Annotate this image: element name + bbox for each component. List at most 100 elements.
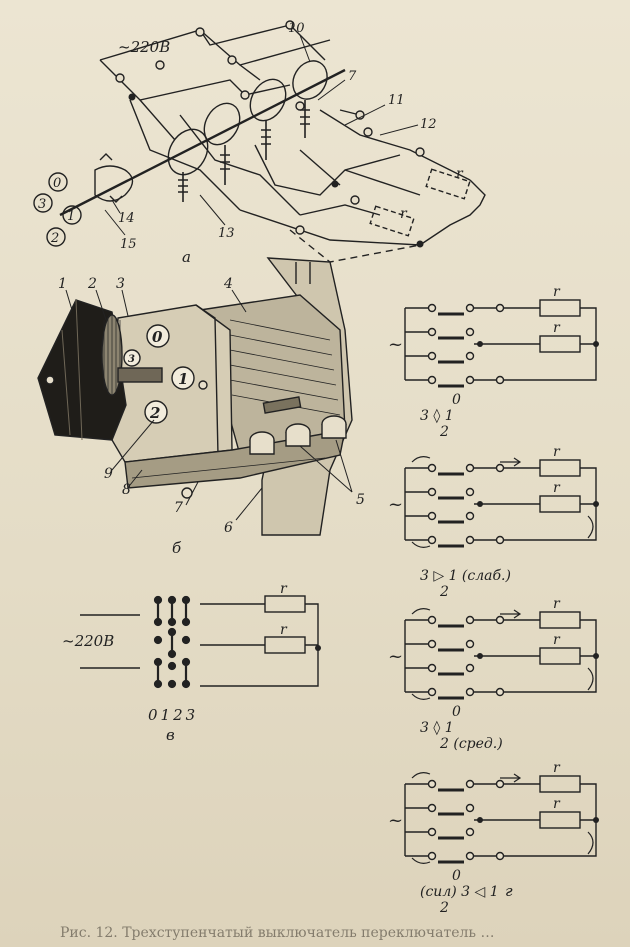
dial-3 — [123, 349, 141, 367]
callout: 5 — [356, 492, 365, 508]
terminal — [427, 639, 437, 649]
position-2-label: 2 (сред.) — [439, 736, 503, 752]
terminal — [465, 511, 475, 521]
indicator — [198, 380, 208, 390]
flow-arrow — [411, 831, 594, 864]
mains-symbol: ~ — [388, 646, 403, 667]
terminal — [495, 779, 505, 789]
screw-7 — [181, 487, 193, 499]
wiring-v — [200, 603, 319, 687]
terminal — [465, 851, 475, 861]
callout: 1 — [58, 276, 67, 292]
flow-arrow — [411, 608, 522, 619]
junction — [315, 645, 321, 651]
callout: 12 — [420, 117, 437, 132]
body-hatching — [229, 319, 341, 416]
leaders-a — [104, 34, 419, 236]
terminal-screws — [249, 415, 347, 455]
resistor — [539, 611, 581, 629]
dial-label: 0 — [152, 328, 163, 346]
position-contacts — [153, 595, 191, 689]
positions-label: 0123 — [148, 706, 198, 724]
knob-facet — [61, 299, 83, 441]
resistor-label: r — [400, 206, 408, 222]
callout: 2 — [87, 276, 97, 292]
terminal — [495, 615, 505, 625]
junction — [593, 341, 599, 347]
switch-body — [199, 294, 346, 456]
terminal — [465, 827, 475, 837]
dial-label: 0 — [53, 176, 61, 191]
terminal — [495, 687, 505, 697]
terminals — [115, 20, 425, 235]
junction — [477, 653, 483, 659]
mains-symbol: ~ — [388, 810, 403, 831]
resistor-label: r — [553, 596, 561, 612]
junction — [593, 817, 599, 823]
position-2-label: 2 — [439, 424, 449, 440]
terminal — [465, 803, 475, 813]
voltage-label: ~220B — [62, 632, 114, 650]
cam — [292, 60, 328, 100]
terminal — [495, 463, 505, 473]
resistor-label: r — [553, 760, 561, 776]
cam — [203, 102, 241, 146]
resistor-label: r — [280, 581, 288, 597]
terminal — [465, 487, 475, 497]
terminal — [427, 303, 437, 313]
knob-screw — [45, 375, 55, 385]
position-line-label: (сил) 3 ◁ 1 — [420, 884, 499, 900]
diagram-v: ~220B r r 0123 в — [62, 581, 321, 744]
terminal — [427, 687, 437, 697]
resistor — [539, 495, 581, 513]
junction — [593, 653, 599, 659]
resistor-label: r — [553, 480, 561, 496]
resistor-label: r — [553, 632, 561, 648]
position-0-label: 0 — [452, 704, 461, 720]
resistor — [539, 811, 581, 829]
terminal — [427, 615, 437, 625]
callout: 7 — [174, 500, 183, 516]
flow-arrow — [411, 456, 522, 467]
position-line-label: 3 ◊ 1 — [420, 408, 454, 424]
junction — [477, 501, 483, 507]
position-line-label: 3 ▷ 1 (слаб.) — [420, 568, 511, 584]
dial-label: 3 — [128, 354, 135, 365]
callout: 8 — [122, 482, 131, 498]
dial-label: 1 — [67, 209, 75, 224]
terminal — [465, 639, 475, 649]
terminal — [427, 511, 437, 521]
junction — [477, 341, 483, 347]
diagram-b-caption: б — [172, 539, 182, 557]
terminal — [427, 803, 437, 813]
terminal — [465, 351, 475, 361]
dial-a: 0 1 2 3 — [33, 172, 82, 247]
terminal — [495, 375, 505, 385]
resistor-label: r — [553, 284, 561, 300]
position-panel: ~rr3 ▷ 1 (слаб.)2 — [388, 444, 599, 600]
resistor — [369, 205, 415, 237]
terminal — [465, 327, 475, 337]
position-2-label: 2 — [439, 900, 449, 916]
detent-star — [94, 165, 134, 202]
dial-label: 2 — [50, 231, 59, 246]
terminal — [465, 535, 475, 545]
position-panel: ~rr0(сил) 3 ◁ 12г — [388, 760, 599, 916]
callout: 14 — [118, 211, 135, 226]
diagram-a-caption: а — [182, 248, 191, 266]
terminal — [465, 687, 475, 697]
position-0-label: 0 — [452, 392, 461, 408]
mains-symbol: ~ — [388, 494, 403, 515]
callout: 6 — [224, 520, 233, 536]
callout: 13 — [218, 226, 235, 241]
dial-1 — [171, 366, 195, 390]
callout: 7 — [348, 69, 357, 84]
callout: 3 — [116, 276, 125, 292]
flow-arrow — [411, 772, 522, 783]
terminal — [427, 827, 437, 837]
base-line — [131, 457, 326, 479]
shaft-b — [117, 367, 163, 383]
